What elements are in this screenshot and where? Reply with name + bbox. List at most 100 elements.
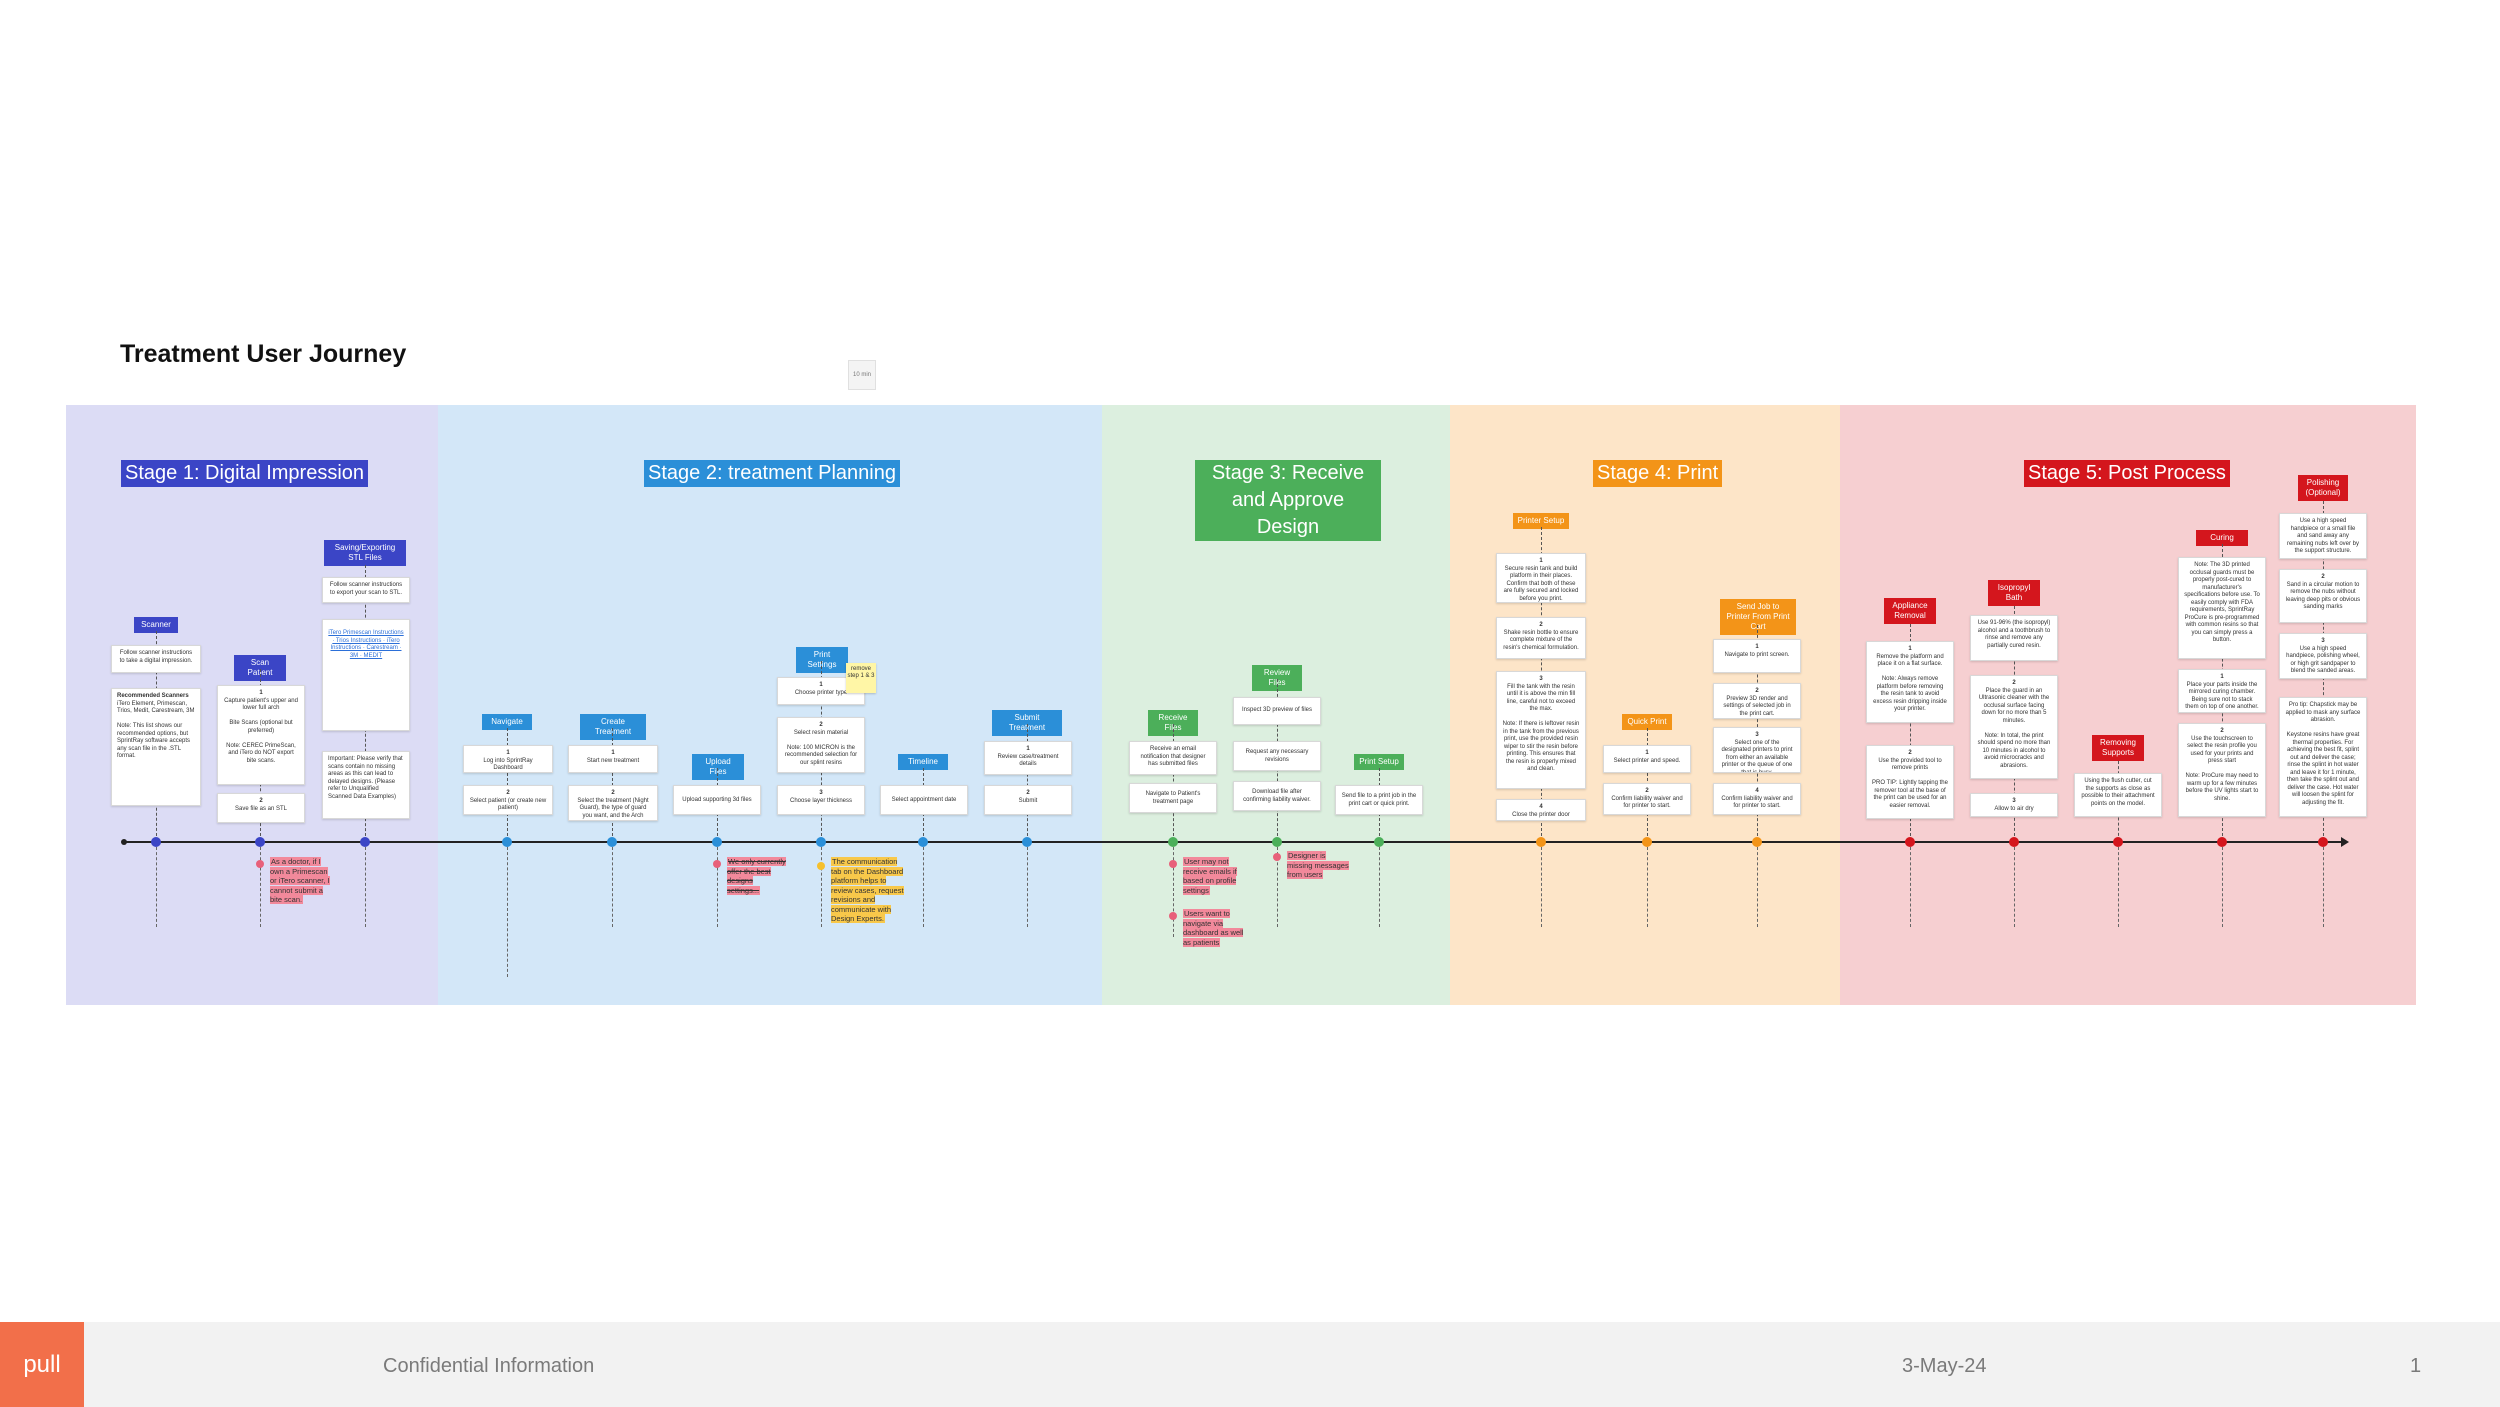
- drop-line: [821, 847, 822, 927]
- step-create-treatment: Create Treatment: [580, 714, 646, 740]
- timeline-tick: [502, 837, 512, 847]
- step-isopropyl-bath: Isopropyl Bath: [1988, 580, 2040, 606]
- drop-line: [1379, 847, 1380, 927]
- card-rev-1: Inspect 3D preview of files: [1233, 697, 1321, 725]
- card-scanner-2: Recommended Scanners iTero Element, Prim…: [111, 688, 201, 806]
- timeline-tick: [2113, 837, 2123, 847]
- idea-dot: [817, 862, 825, 870]
- drop-line: [507, 847, 508, 977]
- drop-line: [260, 847, 261, 927]
- step-print-setup: Print Setup: [1354, 754, 1404, 770]
- drop-line: [1277, 847, 1278, 927]
- card-rev-3: Download file after confirming liability…: [1233, 781, 1321, 811]
- connector: [1910, 624, 1911, 841]
- card-timeline-1: Select appointment date: [880, 785, 968, 815]
- step-quick-print: Quick Print: [1622, 714, 1672, 730]
- drop-line: [2014, 847, 2015, 927]
- card-rec-2: Navigate to Patient's treatment page: [1129, 783, 1217, 813]
- connector: [1027, 724, 1028, 841]
- stage-2-area: [438, 405, 1102, 1005]
- step-navigate: Navigate: [482, 714, 532, 730]
- timer-sticker: 10 min: [848, 360, 876, 390]
- card-save-note: Important: Please verify that scans cont…: [322, 751, 410, 819]
- step-timeline: Timeline: [898, 754, 948, 770]
- step-removing-supports: Removing Supports: [2092, 735, 2144, 761]
- timeline-tick: [1374, 837, 1384, 847]
- timeline-tick: [1536, 837, 1546, 847]
- timeline-tick: [2217, 837, 2227, 847]
- pain-point-email: User may not receive emails if based on …: [1183, 857, 1237, 895]
- timeline-tick: [1642, 837, 1652, 847]
- pain-point-dot: [1273, 853, 1281, 861]
- card-scan-1: 1 Capture patient's upper and lower full…: [217, 685, 305, 785]
- drop-line: [1910, 847, 1911, 927]
- pain-point-designer: Designer is missing messages from users: [1287, 851, 1349, 879]
- pain-point-dot: [256, 860, 264, 868]
- timeline-tick: [151, 837, 161, 847]
- step-curing: Curing: [2196, 530, 2248, 546]
- drop-line: [717, 847, 718, 927]
- step-appliance-removal: Appliance Removal: [1884, 598, 1936, 624]
- pain-point-dot: [1169, 912, 1177, 920]
- card-scan-2: 2 Save file as an STL: [217, 793, 305, 823]
- footer-bar: [0, 1322, 2500, 1407]
- card-save-1: Follow scanner instructions to export yo…: [322, 577, 410, 603]
- card-rs-1: Using the flush cutter, cut the supports…: [2074, 773, 2162, 817]
- step-print-settings: Print Settings: [796, 647, 848, 673]
- pain-point-upload: We only currently offer the best designs…: [727, 857, 786, 895]
- card-ib-1: Use 91-96% (the isopropyl) alcohol and a…: [1970, 615, 2058, 661]
- drop-line: [2118, 847, 2119, 927]
- drop-line: [2323, 847, 2324, 927]
- step-upload-files: Upload Files: [692, 754, 744, 780]
- brand-logo: pull: [0, 1322, 84, 1407]
- journey-board: Stage 1: Digital Impression Stage 2: tre…: [66, 405, 2416, 1005]
- timeline-tick: [2009, 837, 2019, 847]
- timeline-tick: [607, 837, 617, 847]
- drop-line: [1027, 847, 1028, 927]
- timeline-tick: [2318, 837, 2328, 847]
- card-po-4: Pro tip: Chapstick may be applied to mas…: [2279, 697, 2367, 817]
- pain-point-navigate: Users want to navigate via dashboard as …: [1183, 909, 1244, 947]
- card-rev-2: Request any necessary revisions: [1233, 741, 1321, 771]
- drop-line: [156, 847, 157, 927]
- stage-2-title: Stage 2: treatment Planning: [644, 460, 900, 487]
- timeline: [124, 841, 2346, 843]
- timeline-tick: [1905, 837, 1915, 847]
- connector: [1173, 724, 1174, 841]
- footer-date: 3-May-24: [1902, 1355, 1987, 1377]
- step-printer-setup: Printer Setup: [1513, 513, 1569, 529]
- footer-confidential: Confidential Information: [383, 1355, 595, 1377]
- footer-page-number: 1: [2410, 1355, 2422, 1377]
- drop-line: [1757, 847, 1758, 927]
- stage-5-title: Stage 5: Post Process: [2024, 460, 2230, 487]
- sticky-note: remove step 1 & 3: [846, 663, 876, 693]
- stage-3-title: Stage 3: Receive and Approve Design: [1195, 460, 1381, 541]
- timeline-tick: [918, 837, 928, 847]
- drop-line: [365, 847, 366, 927]
- drop-line: [923, 847, 924, 927]
- card-ps3-1: Send file to a print job in the print ca…: [1335, 785, 1423, 815]
- card-cu-1: Note: The 3D printed occlusal guards mus…: [2178, 557, 2266, 659]
- drop-line: [1647, 847, 1648, 927]
- pain-point-dot: [713, 860, 721, 868]
- drop-line: [2222, 847, 2223, 927]
- step-polishing: Polishing (Optional): [2298, 475, 2348, 501]
